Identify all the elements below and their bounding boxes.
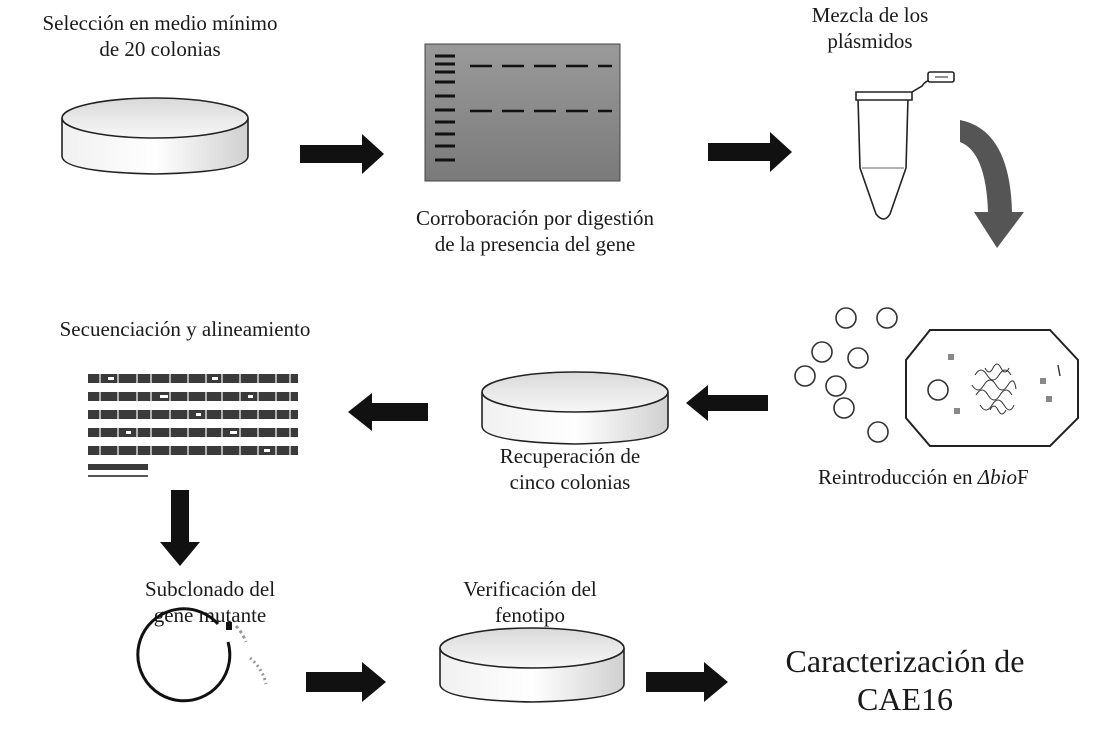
plasmid-vector-icon bbox=[136, 607, 268, 703]
petri-dish-seleccion bbox=[61, 97, 249, 175]
label-reintroduccion: Reintroducción en ΔbioF bbox=[818, 465, 1029, 489]
arrow-6 bbox=[306, 662, 386, 702]
petri-dish-verificacion bbox=[439, 627, 625, 703]
arrow-7 bbox=[646, 662, 728, 702]
curved-arrow bbox=[960, 120, 1024, 248]
petri-dish-recuperacion bbox=[481, 371, 669, 445]
plasmid-circles bbox=[794, 307, 898, 443]
eppendorf-tube-icon bbox=[855, 71, 955, 220]
gel-electrophoresis bbox=[424, 43, 621, 182]
arrow-1 bbox=[300, 134, 384, 174]
bacterium-cell-icon bbox=[905, 329, 1079, 447]
arrow-5 bbox=[160, 490, 200, 566]
label-secuenciacion: Secuenciación y alineamiento bbox=[59, 317, 311, 341]
arrow-3 bbox=[686, 385, 768, 421]
arrow-4 bbox=[348, 393, 428, 431]
sequence-alignment bbox=[88, 374, 298, 477]
arrow-2 bbox=[708, 132, 792, 172]
